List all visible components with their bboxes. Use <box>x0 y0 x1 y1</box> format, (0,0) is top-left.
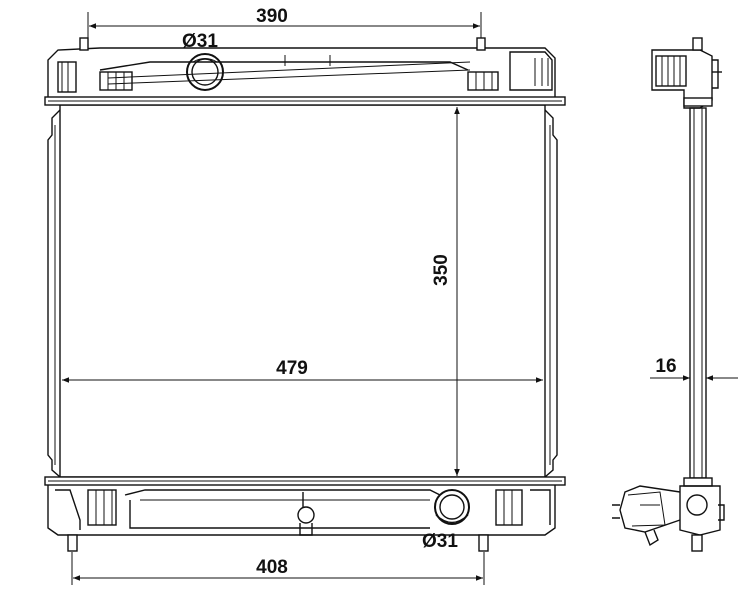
dimension-core-width: 479 <box>62 358 543 383</box>
dimension-top-inlet: Ø31 <box>182 31 218 52</box>
dimension-bottom-outlet: Ø31 <box>422 531 458 552</box>
top-inlet-pipe <box>186 53 224 91</box>
dimension-top-width-label: 390 <box>256 6 288 27</box>
side-view: 16 <box>612 37 738 552</box>
dimension-core-height-label: 350 <box>431 254 452 286</box>
right-side-bracket <box>544 109 558 478</box>
front-view: 390 Ø31 350 479 Ø31 408 <box>44 6 566 585</box>
dimension-side-thickness-label: 16 <box>655 356 676 377</box>
side-core <box>689 107 707 479</box>
dimension-top-inlet-label: Ø31 <box>182 31 218 52</box>
dimension-bottom-width-label: 408 <box>256 557 288 578</box>
bottom-outlet-pipe <box>434 489 470 525</box>
dimension-core-height: 350 <box>431 107 460 476</box>
bottom-tank <box>44 476 566 552</box>
dimension-side-thickness: 16 <box>650 356 738 381</box>
left-side-bracket <box>47 109 61 478</box>
top-tank <box>44 37 566 106</box>
radiator-core <box>59 104 546 478</box>
dimension-top-width: 390 <box>87 6 482 38</box>
side-top-tank <box>651 37 722 109</box>
dimension-bottom-outlet-label: Ø31 <box>422 531 458 552</box>
side-bottom-tank <box>612 477 725 552</box>
dimension-bottom-width: 408 <box>71 552 485 585</box>
dimension-core-width-label: 479 <box>276 358 308 379</box>
